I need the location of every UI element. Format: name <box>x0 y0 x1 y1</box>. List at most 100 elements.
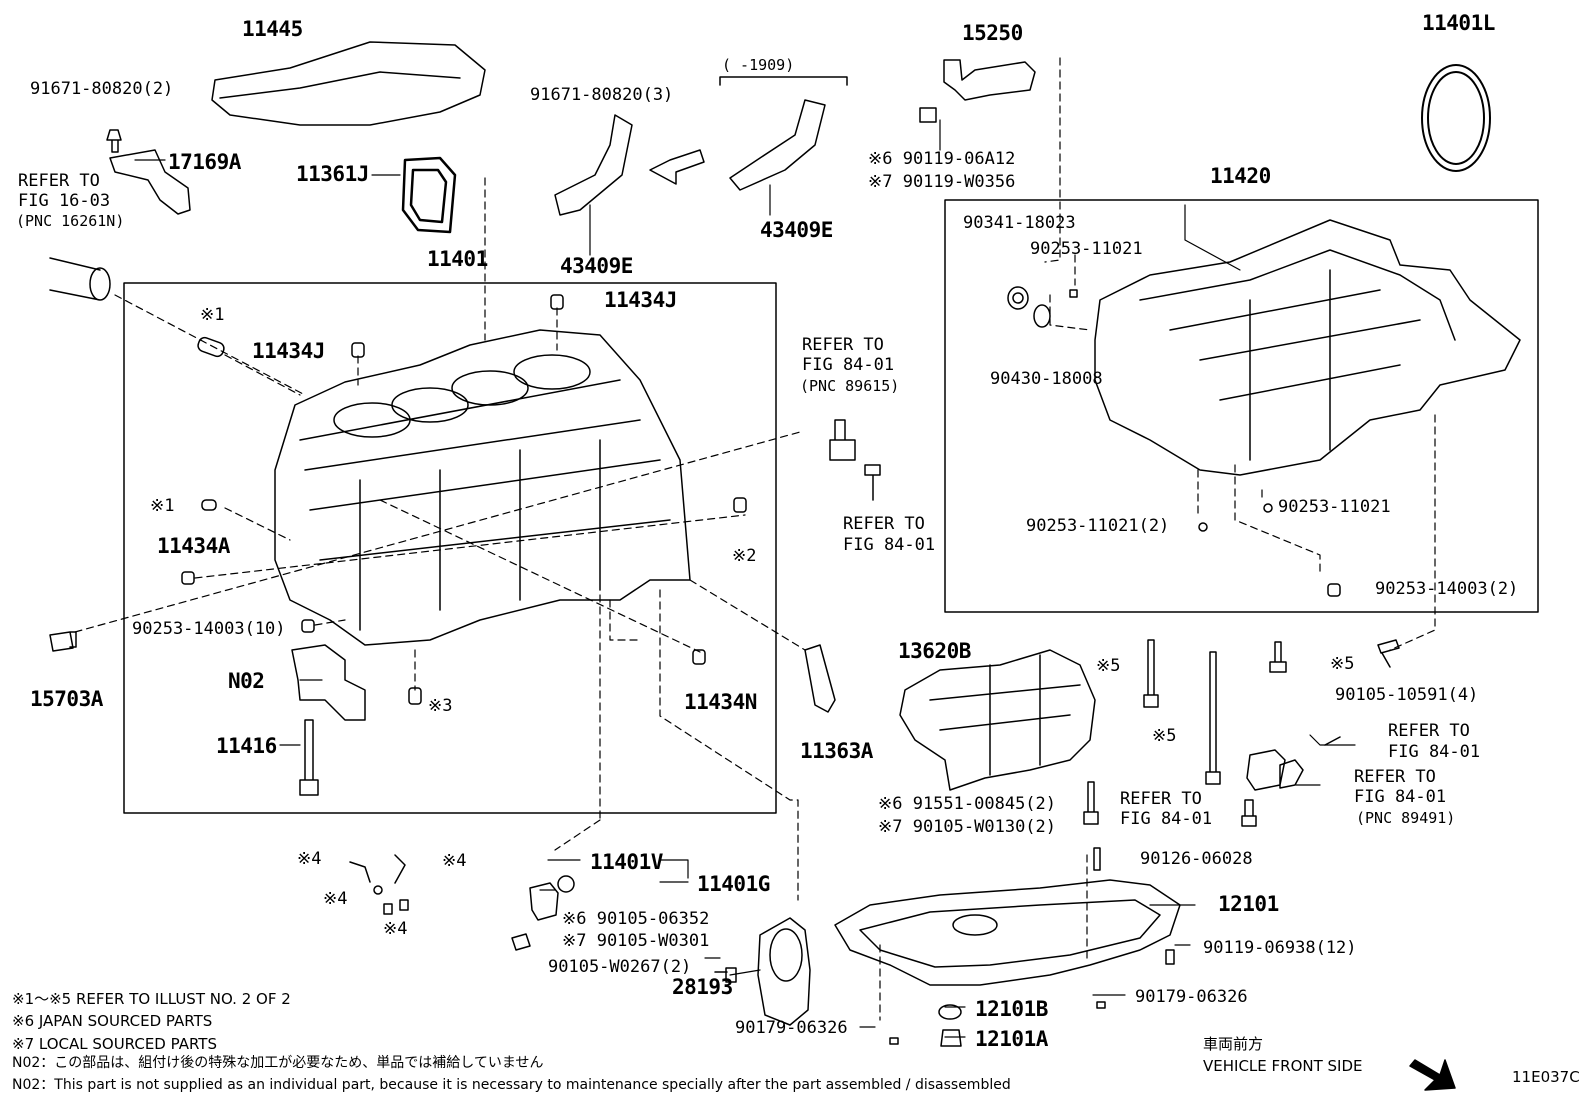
part-label-15703a: 15703A <box>30 687 103 711</box>
plug-11401g-shape <box>529 882 559 921</box>
part-label-12101: 12101 <box>1218 892 1279 916</box>
mark-1-lower: ※1 <box>150 496 175 516</box>
mark-5-b: ※5 <box>1152 726 1177 746</box>
part-label-90105-w0301: ※7 90105-W0301 <box>562 931 710 951</box>
part-label-90253-14003-10: 90253-14003(10) <box>132 619 286 639</box>
mark-5-a: ※5 <box>1096 656 1121 676</box>
part-label-90105-10591-4: 90105-10591(4) <box>1335 685 1479 705</box>
oil-pan-upper-group-box <box>944 199 1539 613</box>
part-label-91671-80820-3: 91671-80820(3) <box>530 85 674 105</box>
insulator-shape <box>211 41 486 126</box>
cylinder-block-group-box <box>123 282 777 814</box>
part-label-12101a: 12101A <box>975 1027 1048 1051</box>
part-label-91671-80820-2: 91671-80820(2) <box>30 79 174 99</box>
bolt-90105-w0267-shape <box>714 967 737 983</box>
arrow-direction <box>649 149 705 185</box>
part-label-90126-06028: 90126-06028 <box>1140 849 1253 869</box>
bolt-refer-84-shape <box>1241 799 1257 827</box>
mark-5-c: ※5 <box>1330 654 1355 674</box>
part-label-11401v: 11401V <box>590 850 663 874</box>
vehicle-front-jp: 車両前方 <box>1203 1035 1264 1053</box>
bolt-11416-shape <box>299 719 319 796</box>
part-label-43409e-right: 43409E <box>760 218 833 242</box>
refer-16-03-line2: FIG 16-03 <box>18 191 111 211</box>
part-label-11361j: 11361J <box>296 162 369 186</box>
part-label-90253-11021-2: 90253-11021(2) <box>1026 516 1170 536</box>
part-label-11434n: 11434N <box>684 690 757 714</box>
part-label-90253-11021-top: 90253-11021 <box>1030 239 1143 259</box>
part-label-11434j-left: 11434J <box>252 339 325 363</box>
oil-pan-small-parts <box>1007 286 1341 597</box>
plug-15703a-shape <box>49 631 77 652</box>
o-ring-11401v <box>557 875 575 893</box>
part-label-11420: 11420 <box>1210 164 1271 188</box>
bolt-small-shape <box>106 129 122 153</box>
dowel-pins <box>181 294 747 705</box>
refer-84-01-c-line2: FIG 84-01 <box>1388 742 1481 762</box>
refer-84-01-d-line1: REFER TO <box>1354 767 1436 787</box>
part-label-90253-11021-mid: 90253-11021 <box>1278 497 1391 517</box>
part-label-91551-00845: ※6 91551-00845(2) <box>878 794 1057 814</box>
drain-parts <box>889 949 1175 1047</box>
note-line-5: N02：This part is not supplied as an indi… <box>12 1077 1011 1093</box>
refer-84-01-b-line2: FIG 84-01 <box>843 535 936 555</box>
mark-4-a: ※4 <box>297 849 322 869</box>
refer-84-01-a-line1: REFER TO <box>802 335 884 355</box>
oil-pump-balancer-shape <box>899 649 1096 791</box>
part-label-11363a: 11363A <box>800 739 873 763</box>
part-label-90179-06326-left: 90179-06326 <box>735 1018 848 1038</box>
bracket-43409e-left <box>554 114 633 216</box>
refer-84-01-e-line1: REFER TO <box>1120 789 1202 809</box>
part-label-11401g: 11401G <box>697 872 770 896</box>
vehicle-front-arrow-icon <box>1409 1059 1456 1091</box>
part-label-11434a: 11434A <box>157 534 230 558</box>
part-label-11445: 11445 <box>242 17 303 41</box>
stud-90126-shape <box>1093 847 1101 871</box>
note-line-4: N02：この部品は、組付け後の特殊な加工が必要なため、単品では補給していません <box>12 1055 544 1071</box>
part-label-90105-w0267-2: 90105-W0267(2) <box>548 957 692 977</box>
part-label-90430-18008: 90430-18008 <box>990 369 1103 389</box>
hose-11363a-shape <box>804 644 836 713</box>
refer-84-01-a-line2: FIG 84-01 <box>802 355 895 375</box>
refer-84-01-e-line2: FIG 84-01 <box>1120 809 1213 829</box>
mark-4-d: ※4 <box>383 919 408 939</box>
part-label-90105-06352: ※6 90105-06352 <box>562 909 710 929</box>
part-label-90119-06938-12: 90119-06938(12) <box>1203 938 1357 958</box>
part-label-12101b: 12101B <box>975 997 1048 1021</box>
cylinder-block-shape <box>274 329 691 646</box>
mark-3: ※3 <box>428 696 453 716</box>
oil-control-valve-shape <box>919 59 1036 123</box>
oil-pan-upper-shape <box>1094 219 1521 476</box>
note-line-2: ※6 JAPAN SOURCED PARTS <box>12 1012 213 1030</box>
bracket-43409e-right <box>729 99 826 191</box>
part-label-11416: 11416 <box>216 734 277 758</box>
small-clips-mark4 <box>349 854 409 915</box>
part-label-90119-w0356: ※7 90119-W0356 <box>868 172 1016 192</box>
bearing-cap-n02-shape <box>291 644 366 721</box>
bracket-range <box>719 76 848 86</box>
mark-1-upper: ※1 <box>200 305 225 325</box>
part-label-90179-06326-right: 90179-06326 <box>1135 987 1248 1007</box>
part-label-90119-06a12: ※6 90119-06A12 <box>868 149 1016 169</box>
leader-lines <box>74 57 1436 1021</box>
part-label-13620b: 13620B <box>898 639 971 663</box>
refer-16-03-line3: (PNC 16261N) <box>16 212 125 230</box>
part-label-90341-18023: 90341-18023 <box>963 213 1076 233</box>
part-label-28193: 28193 <box>672 975 733 999</box>
hose-stub <box>49 257 111 301</box>
note-line-1: ※1～※5 REFER TO ILLUST NO. 2 OF 2 <box>12 990 291 1008</box>
oil-seal-ring <box>1421 64 1491 172</box>
mark-4-c: ※4 <box>323 889 348 909</box>
refer-16-03-line1: REFER TO <box>18 171 100 191</box>
part-label-11401l: 11401L <box>1422 11 1495 35</box>
part-label-90253-14003-2: 90253-14003(2) <box>1375 579 1519 599</box>
part-label-n02: N02 <box>228 669 265 693</box>
bolt-90105-shape <box>511 933 531 951</box>
gasket-11361j-shape <box>401 156 457 234</box>
refer-84-01-d-line2: FIG 84-01 <box>1354 787 1447 807</box>
part-label-11434j-right: 11434J <box>604 288 677 312</box>
part-label-range-1909: ( -1909) <box>722 56 795 74</box>
long-bolts <box>1143 639 1400 785</box>
